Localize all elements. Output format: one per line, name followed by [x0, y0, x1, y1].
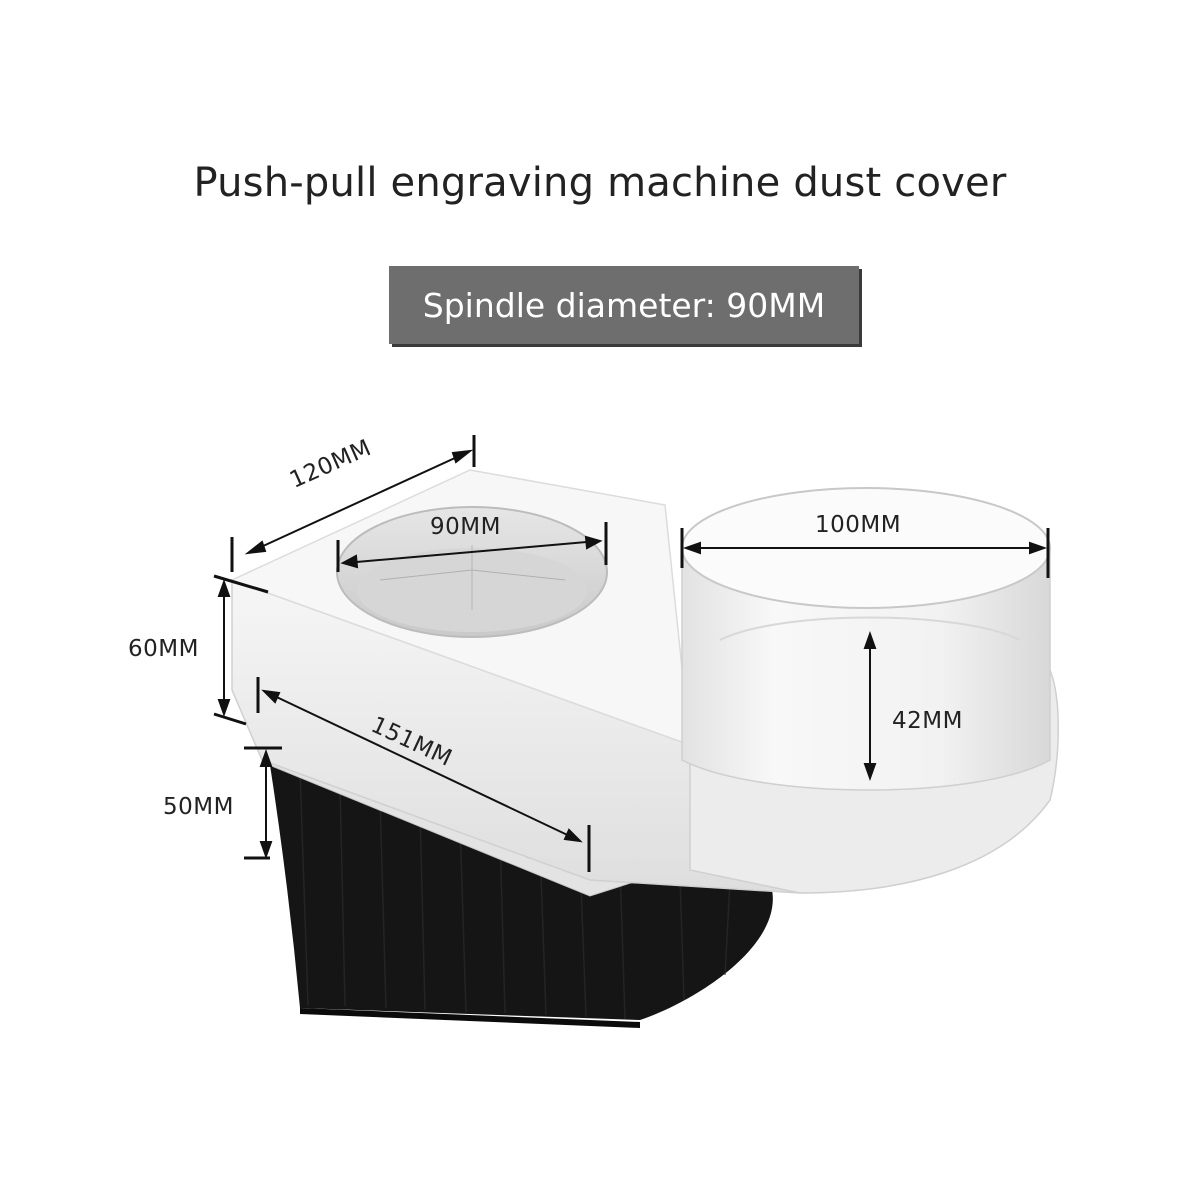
spec-badge: Spindle diameter: 90MM [389, 266, 859, 344]
dim-brush-height-label: 50MM [163, 794, 234, 820]
page-title: Push-pull engraving machine dust cover [193, 160, 1007, 206]
dim-outlet-height-label: 42MM [892, 708, 963, 734]
outlet-cylinder [681, 487, 1051, 791]
dim-outlet-diameter-label: 100MM [815, 512, 902, 538]
dim-spindle-hole-label: 90MM [430, 514, 501, 540]
dim-body-height-label: 60MM [128, 636, 199, 662]
spec-badge-text: Spindle diameter: 90MM [422, 285, 826, 325]
spindle-hole [336, 506, 608, 638]
dimension-lines [213, 435, 1050, 872]
